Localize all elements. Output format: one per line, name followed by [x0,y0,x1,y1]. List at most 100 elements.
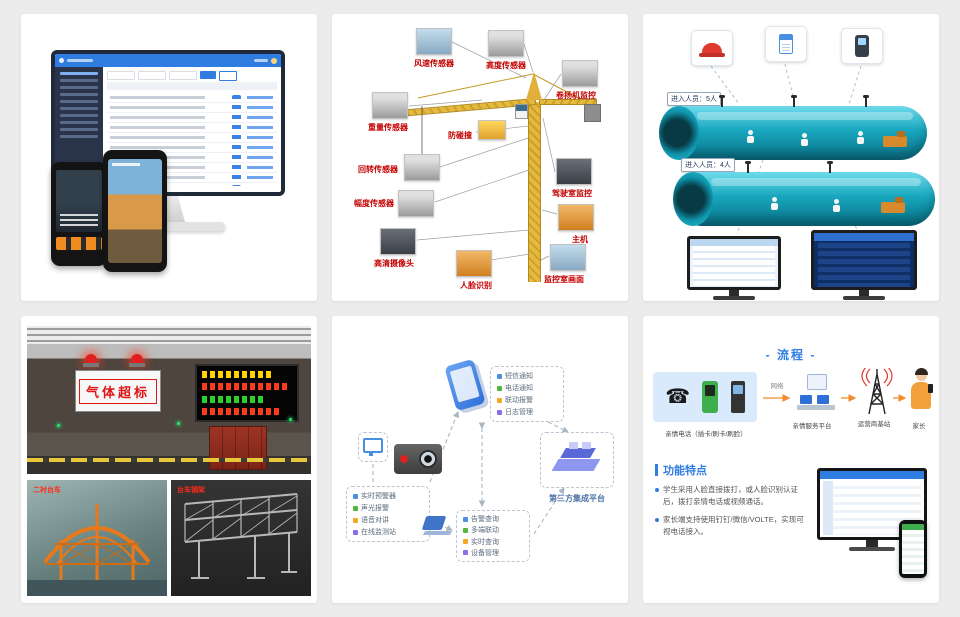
sensor-photo-weight [372,92,408,119]
crane-label-anticollision: 防碰撞 [448,131,472,140]
gas-warning-sign: 气体超标 [75,370,161,412]
gallery-card-smart-site[interactable] [21,14,317,301]
device-label: 亲情电话（插卡/刷卡/刷脸） [665,431,747,438]
app-header-bar [55,54,281,67]
reader-antenna-icon [745,161,751,173]
alarm-beacon-icon [83,354,99,367]
reader-antenna-icon [791,95,797,107]
phone-devices-box: ☎ [653,372,757,422]
sensor-photo-amplitude [398,190,434,217]
list-bullet-icon [497,397,502,403]
sensor-photo-wind [416,28,452,55]
crane-label-slewing: 回转传感器 [358,165,398,174]
list-item: 多端联动 [471,527,499,535]
crane-cab [515,104,528,119]
admin-monitor [817,468,927,551]
parent-label: 家长 [912,423,926,430]
filter-input [138,71,166,80]
rugged-smartphone [103,150,167,272]
crane-label-height: 高度传感器 [486,61,526,70]
bullet-dot-icon [655,518,659,523]
sensor-photo-height [488,30,524,57]
worker-figure [857,131,864,144]
tunnel-section-1 [659,106,927,160]
parent-figure [909,368,933,418]
crane-label-control-room: 监控室画面 [544,275,584,284]
list-item: 电话通知 [505,385,533,392]
list-bullet-icon [497,409,502,415]
wall-phone-icon [730,381,745,413]
bullet-dot-icon [655,488,659,492]
camera-lens-icon [419,450,437,468]
gallery-card-gas-alarm[interactable]: 气体超标 二衬台车 [21,316,317,603]
record-indicator-icon [400,455,408,463]
alarm-beacon-icon [129,354,145,367]
list-bullet-icon [463,539,468,545]
steel-frame-drawing [184,493,298,579]
field-device-list: 实时预警器 声光报警 语音对讲 在线监测站 [346,486,430,542]
indicator-lamp [57,424,60,427]
sensor-photo-host [558,204,594,231]
network-label: 网络 [770,383,784,390]
sensor-photo-face [456,250,492,277]
list-bullet-icon [463,516,468,522]
tracking-monitor-left [687,236,781,300]
indicator-lamp [289,418,292,421]
crane-label-host: 主机 [572,235,588,244]
worker-figure [833,199,840,212]
list-item: 实时查询 [471,538,499,546]
render-caption: 台车钢架 [177,487,205,494]
led-display-board [195,364,299,422]
avatar [271,57,277,64]
filter-input [169,71,197,80]
leader-lines [408,41,583,262]
list-bullet-icon [353,493,358,499]
crane-counter-jib [539,99,597,105]
indicator-lamp [177,422,180,425]
table-header [107,82,277,90]
tunnel-section-2 [673,172,935,226]
list-bullet-icon [463,527,468,533]
reset-button [219,71,237,81]
sensor-photo-anticollision [478,120,506,140]
list-item: 联动报警 [505,397,533,404]
render-caption: 二衬台车 [33,487,61,494]
list-item: 声光报警 [361,505,389,512]
feature-bullets: 学生采用人脸直接拨打，或人脸识别认证后，拨打亲情电话或视频通话。 家长端支持使用… [655,484,809,538]
tracking-monitor-right [811,230,917,300]
gas-sign-text: 气体超标 [78,378,157,404]
platform-illustration [551,442,603,474]
gallery-card-alarm-flow[interactable]: 实时预警器 声光报警 语音对讲 在线监测站 短信通知 电话通知 联动报警 日志管… [332,316,628,603]
list-item: 实时预警器 [361,493,396,500]
parent-app-phone [899,520,927,578]
gallery-card-family-phone[interactable]: - 流程 - ☎ 亲情电话（插卡/刷卡/刷脸） 网络 亲情服务平台 [643,316,939,603]
ceiling-pipes [27,328,311,342]
crane-mast [528,102,541,282]
worker-figure [747,130,754,143]
gallery-card-crane-monitoring[interactable]: 风速传感器 高度传感器 卷扬机监控 重量传感器 防碰撞 回转传感器 幅度传感器 … [332,14,628,301]
feature-bullet: 学生采用人脸直接拨打，或人脸识别认证后，拨打亲情电话或视频通话。 [655,484,809,507]
filter-row [107,71,277,81]
worker-figure [801,133,808,146]
crane-label-hoist: 卷扬机监控 [556,91,596,100]
flow-arrows [763,394,907,402]
monitor-terminal-icon [358,432,388,462]
keypad [56,237,102,250]
list-item: 在线监测站 [361,529,396,536]
equipment-container [209,426,267,470]
lining-trolley-render: 二衬台车 [27,480,167,596]
process-title: - 流程 - [765,348,817,362]
crane-label-weight: 重量传感器 [368,123,408,132]
reader-antenna-icon [863,95,869,107]
sensor-photo-hoist [562,60,598,87]
gallery-card-tunnel-personnel[interactable]: 进入人员：5人 进入人员：4人 [643,14,939,301]
safety-helmet-icon [691,30,733,66]
tunnel-scene: 气体超标 [27,326,311,474]
notification-list: 短信通知 电话通知 联动报警 日志管理 [490,366,564,422]
crane-tower-head [526,72,542,100]
list-bullet-icon [497,385,502,391]
monitor-base [113,222,225,231]
desk-phone-icon: ☎ [665,386,691,408]
platform-label: 亲情服务平台 [792,423,832,430]
